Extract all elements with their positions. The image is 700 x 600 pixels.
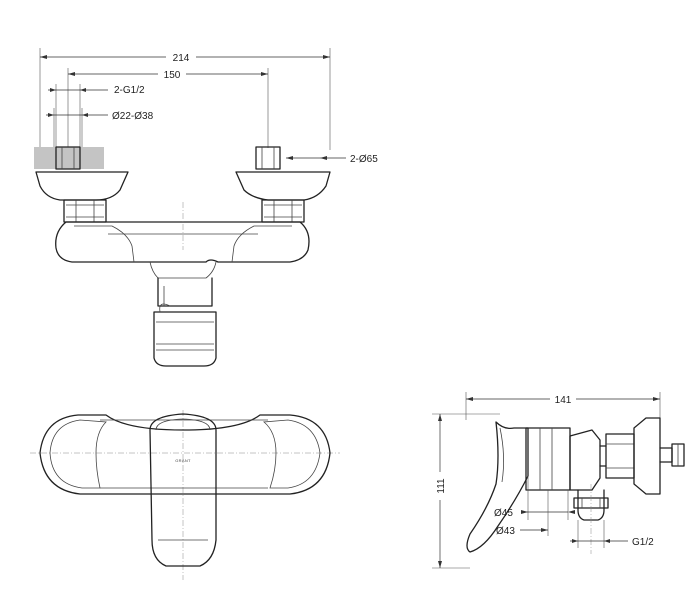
left-flange-cover — [35, 171, 129, 201]
side-coupling-nut — [605, 433, 635, 479]
dim-label-thread: 2-G1/2 — [114, 85, 145, 96]
right-flange-cover — [235, 171, 331, 201]
dim-label-d43: Ø43 — [496, 526, 515, 537]
dim-label-214: 214 — [173, 53, 190, 64]
aerator — [153, 311, 217, 367]
right-hex-nut — [261, 199, 305, 223]
dim-label-141: 141 — [555, 395, 572, 406]
dimension-d43: Ø43 — [496, 490, 549, 537]
dimension-d45: Ø45 — [494, 476, 575, 520]
left-hex-nut — [63, 199, 107, 223]
dim-label-150: 150 — [164, 70, 181, 81]
dim-label-flange: 2-Ø65 — [350, 154, 378, 165]
mixer-body — [55, 221, 310, 263]
dimension-214: 214 — [39, 48, 331, 150]
top-view: GRANT — [30, 410, 340, 580]
dimension-g12: G1/2 — [570, 520, 654, 548]
dim-label-d45: Ø45 — [494, 508, 513, 519]
right-union-nut — [255, 146, 281, 170]
side-body — [525, 427, 571, 491]
side-wall-flange — [633, 417, 661, 495]
dimension-141: 141 — [465, 392, 661, 420]
dim-label-g12: G1/2 — [632, 537, 654, 548]
side-lever — [466, 421, 529, 553]
dimension-flange: 2-Ø65 — [286, 154, 378, 165]
dimension-offset-range: Ø22-Ø38 — [46, 108, 154, 150]
brand-mark: GRANT — [175, 458, 191, 463]
dimension-thread-g12: 2-G1/2 — [48, 84, 145, 150]
side-view: 141 111 — [432, 392, 685, 569]
front-view: 214 150 2-G1/2 Ø22-Ø38 — [34, 48, 378, 367]
outlet-spout — [157, 277, 213, 307]
lever-handle — [149, 413, 217, 567]
top-body-outline — [39, 414, 331, 495]
dim-label-111: 111 — [436, 478, 447, 494]
dimension-150: 150 — [67, 68, 269, 148]
left-wall-section — [34, 147, 104, 169]
dim-label-offset: Ø22-Ø38 — [112, 111, 154, 122]
dimension-111: 111 — [432, 413, 500, 569]
